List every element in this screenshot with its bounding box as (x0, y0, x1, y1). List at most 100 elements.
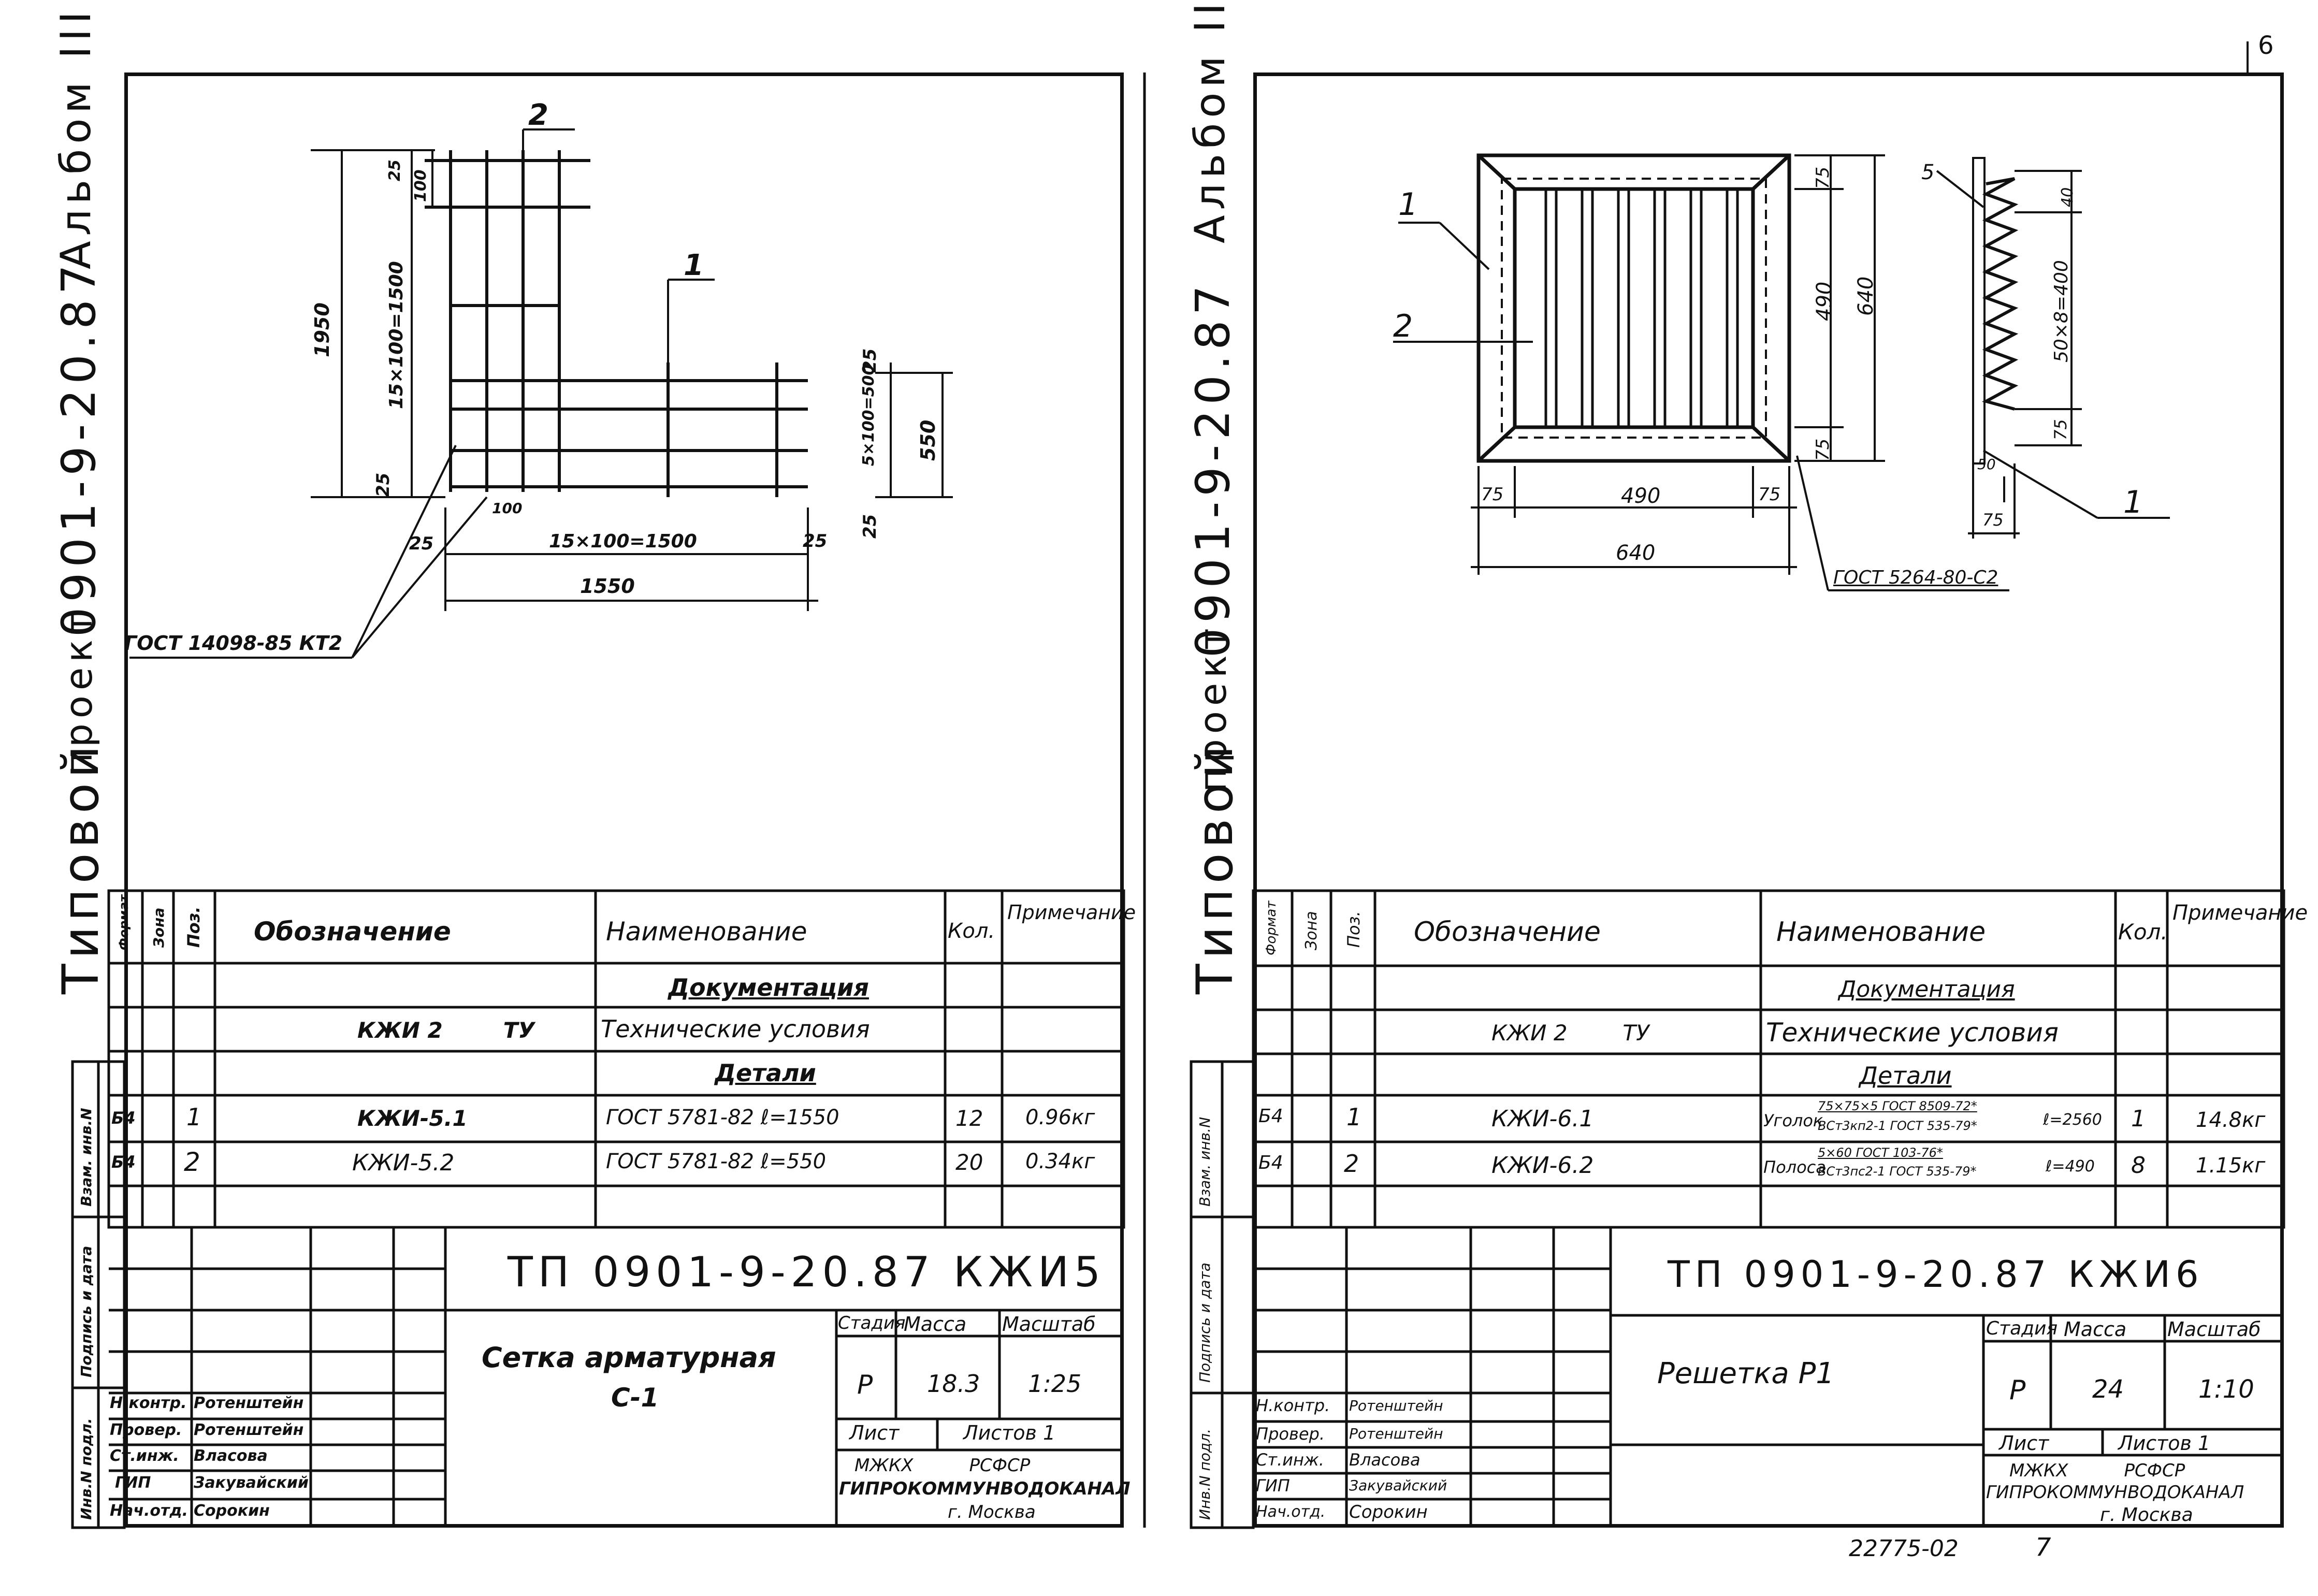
bottom-code: 22775-02 (1849, 1535, 1959, 1562)
right-person-5-name: Сорокин (1349, 1502, 1428, 1522)
left-row-5-format: Б4 (111, 1152, 136, 1172)
left-stage: Р (857, 1370, 873, 1400)
right-doc-code: ТП 0901-9-20.87 КЖИ6 (1668, 1253, 2204, 1296)
right-row-5-qty: 8 (2131, 1152, 2146, 1179)
left-mass: 18.3 (927, 1370, 980, 1398)
right-row-5-prefix: Полоса (1763, 1157, 1826, 1177)
left-dim-1550: 1550 (580, 575, 635, 598)
right-row-4-note: 14.8кг (2196, 1108, 2266, 1132)
right-row-4-top: 75×75×5 ГОСТ 8509-72* (1818, 1099, 1977, 1113)
left-row-1-name: Документация (668, 974, 869, 1002)
right-dim-75b: 75 (1813, 438, 1833, 461)
right-row-5-designation: КЖИ-6.2 (1491, 1152, 1594, 1179)
left-row-5-designation: КЖИ-5.2 (352, 1150, 455, 1176)
right-row-5-note: 1.15кг (2196, 1154, 2266, 1178)
left-scale: 1:25 (1028, 1370, 1082, 1398)
right-person-3-role: Ст.инж. (1256, 1450, 1324, 1470)
right-gost-label: ГОСТ 5264-80-С2 (1833, 567, 1998, 588)
right-person-3-name: Власова (1349, 1450, 1421, 1470)
right-mass-label: Масса (2064, 1318, 2127, 1341)
left-org-1: МЖКХ РСФСР (854, 1455, 1031, 1476)
right-dim-75a: 75 (1813, 166, 1833, 189)
left-person-1-name: Ротенштейн (194, 1394, 304, 1412)
right-person-1-role: Н.контр. (1256, 1396, 1330, 1415)
right-dim-50x8: 50×8=400 (2051, 260, 2072, 362)
right-row-4-designation: КЖИ-6.1 (1491, 1106, 1594, 1132)
left-sheet-label: Лист (849, 1421, 900, 1444)
right-person-2-name: Ротенштейн (1349, 1425, 1443, 1442)
right-person-5-role: Нач.отд. (1256, 1503, 1326, 1521)
left-row-4-name: ГОСТ 5781-82 ℓ=1550 (606, 1106, 839, 1129)
right-stage: Р (2009, 1375, 2026, 1406)
right-mass: 24 (2092, 1375, 2124, 1404)
left-dim-100b: 100 (492, 500, 523, 517)
left-row-5-note: 0.34кг (1025, 1150, 1095, 1173)
left-frame (124, 72, 1124, 1528)
right-org-3: г. Москва (2100, 1504, 2193, 1526)
left-person-3-role: Ст.инж. (110, 1447, 179, 1465)
right-row-5-format: Б4 (1258, 1152, 1283, 1173)
left-person-2-role: Провер. (110, 1421, 182, 1439)
right-mark-1b: 1 (2123, 484, 2143, 520)
right-row-4-pos: 1 (1346, 1103, 1362, 1131)
right-row-5-bottom: ВСт3пс2-1 ГОСТ 535-79* (1818, 1164, 1977, 1179)
right-th-qty: Кол. (2118, 919, 2168, 945)
right-mark-1: 1 (1398, 186, 1418, 223)
right-mark-2: 2 (1393, 308, 1413, 344)
right-row-4-prefix: Уголок (1763, 1111, 1823, 1130)
right-stamp-title: Решетка Р1 (1657, 1357, 1834, 1390)
left-org-2: ГИПРОКОММУНВОДОКАНАЛ (839, 1478, 1131, 1499)
left-th-name: Наименование (606, 917, 807, 947)
left-stamp-title: Сетка арматурная (482, 1341, 776, 1374)
right-dim-50: 50 (1977, 456, 1996, 473)
left-row-4-pos: 1 (186, 1103, 202, 1131)
left-stamp-subtitle: С-1 (611, 1383, 659, 1413)
left-th-note: Примечание (1007, 901, 1136, 924)
left-mark-1: 1 (684, 249, 704, 282)
right-row-4-format: Б4 (1258, 1106, 1283, 1127)
right-org-1: МЖКХ РСФСР (2009, 1460, 2185, 1481)
right-row-5-pos: 2 (1344, 1150, 1359, 1178)
right-row-2-designation: КЖИ 2 ТУ (1491, 1020, 1649, 1046)
bottom-page: 7 (2035, 1533, 2051, 1562)
left-org-3: г. Москва (948, 1502, 1036, 1522)
right-row-4-len: ℓ=2560 (2043, 1111, 2102, 1129)
right-th-note: Примечание (2172, 901, 2308, 925)
left-row-2-name: Технические условия (601, 1015, 870, 1043)
left-person-4-role: ГИП (115, 1474, 151, 1492)
right-th-designation: Обозначение (1414, 917, 1601, 948)
right-frame (1253, 72, 2284, 1528)
left-person-1-role: Н.контр. (110, 1394, 187, 1412)
left-person-5-role: Нач.отд. (110, 1502, 188, 1520)
right-side-cell-3: Взам. инв.N (1196, 1116, 1213, 1207)
left-row-4-designation: КЖИ-5.1 (357, 1106, 468, 1131)
left-row-2-designation: КЖИ 2 ТУ (357, 1018, 535, 1043)
left-person-5-name: Сорокин (194, 1502, 270, 1520)
right-th-name: Наименование (1776, 917, 1986, 948)
right-th-format: Формат (1264, 901, 1279, 956)
right-th-pos: Поз. (1344, 911, 1364, 948)
left-th-qty: Кол. (948, 919, 995, 943)
right-mark-5: 5 (1921, 161, 1935, 184)
left-mass-label: Масса (904, 1313, 967, 1336)
right-dim-75f: 75 (1982, 510, 2004, 530)
right-th-zone: Зона (1302, 911, 1321, 950)
right-row-3-name: Детали (1859, 1062, 1952, 1090)
right-dim-75d: 75 (1758, 484, 1781, 505)
left-doc-code: ТП 0901-9-20.87 КЖИ5 (508, 1248, 1106, 1296)
right-side-cell-1: Инв.N подл. (1196, 1428, 1213, 1520)
right-row-2-name: Технические условия (1766, 1018, 2059, 1048)
left-dim-15x100h: 15×100=1500 (549, 531, 697, 552)
left-row-4-note: 0.96кг (1025, 1106, 1095, 1129)
left-dim-25e: 25 (409, 533, 434, 554)
left-sheets-label: Листов 1 (963, 1421, 1056, 1444)
right-dim-640h: 640 (1616, 541, 1656, 565)
left-mark-2: 2 (528, 98, 548, 132)
left-row-4-qty: 12 (955, 1106, 983, 1131)
right-dim-40: 40 (2059, 187, 2077, 207)
left-th-designation: Обозначение (254, 917, 451, 947)
left-scale-label: Масштаб (1002, 1313, 1096, 1336)
right-scale-label: Масштаб (2167, 1318, 2261, 1341)
